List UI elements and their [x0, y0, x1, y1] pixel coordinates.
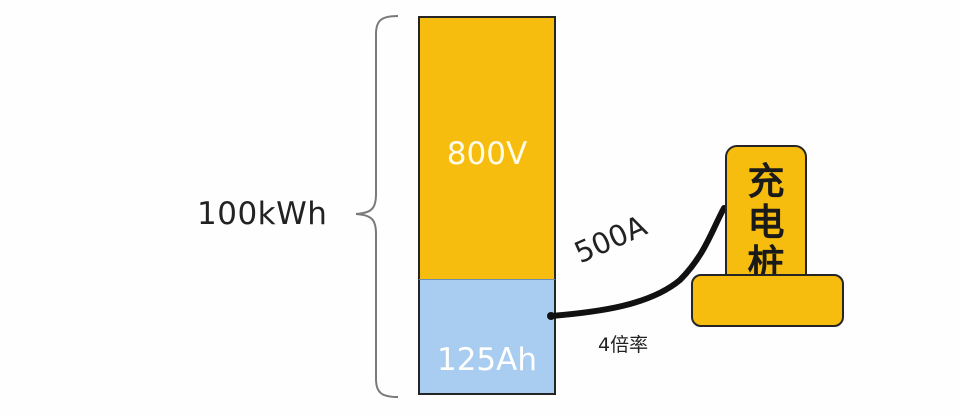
charge-rate-label: 4倍率 [598, 334, 649, 356]
charging-pile-char: 电 [747, 201, 785, 244]
charging-pile-base [691, 274, 844, 327]
capacity-block: 125Ah [418, 279, 556, 395]
charging-pile-label: 充 电 桩 [727, 161, 805, 284]
capacity-label: 125Ah [436, 342, 538, 378]
voltage-label: 800V [446, 136, 528, 172]
charging-pile-post: 充 电 桩 [725, 145, 807, 285]
total-energy-label: 100kWh [197, 196, 328, 232]
energy-brace [355, 15, 399, 398]
voltage-block: 800V [418, 16, 556, 281]
charging-pile-char: 充 [747, 160, 785, 203]
